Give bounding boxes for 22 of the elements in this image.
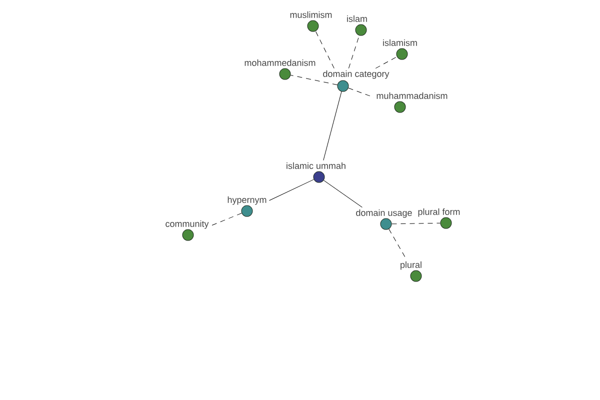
connector-line	[211, 212, 242, 226]
node-label: islamic ummah	[286, 162, 346, 169]
connector-line	[392, 222, 440, 224]
node-label: mohammedanism	[244, 59, 316, 66]
node-label: plural	[400, 261, 422, 270]
node-label: hypernym	[228, 196, 266, 205]
connector-line	[323, 180, 362, 208]
node-label: community	[166, 220, 209, 229]
connector-line	[269, 179, 314, 201]
connector-line	[323, 91, 342, 161]
connector-line	[315, 30, 334, 69]
node-label: islam	[347, 15, 367, 22]
connector-line	[290, 74, 338, 86]
node-label: islamism	[383, 39, 417, 46]
connector-line	[348, 88, 374, 98]
node-label: muhammadanism	[376, 92, 448, 99]
node-label: muslimism	[290, 11, 332, 18]
connector-line	[348, 35, 360, 69]
node-label: domain category	[323, 70, 390, 79]
node-label: domain usage	[356, 209, 412, 218]
connector-line	[375, 56, 398, 69]
node-label: plural form	[418, 208, 460, 217]
